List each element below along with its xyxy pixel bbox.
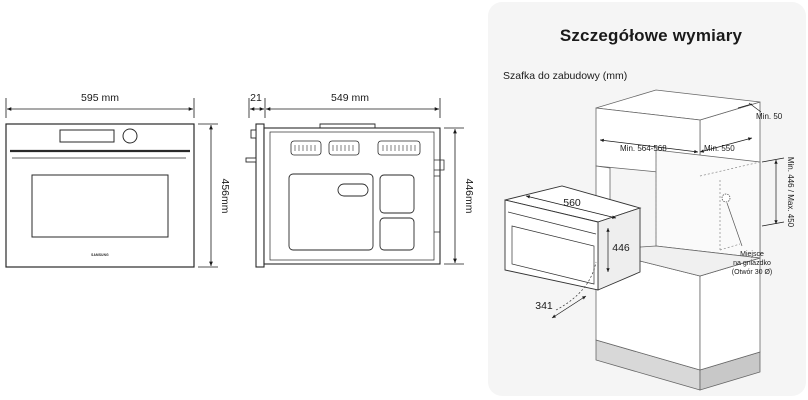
socket-label-line2: na gniazdko [733, 260, 771, 267]
side-rear-connector [434, 159, 445, 233]
appliance-width-label: 560 [563, 197, 581, 209]
front-view: 595 mm SAMSUNG 456mm [5, 92, 231, 268]
side-vent-1 [290, 140, 322, 156]
socket-leader [726, 202, 743, 247]
side-body-depth-label: 549 mm [331, 92, 369, 104]
cabinet-guide-lines [655, 150, 761, 251]
appliance-depth-dimension-line [551, 295, 587, 319]
side-door-panel [255, 123, 265, 268]
control-display [59, 129, 115, 143]
min564-dimension-line [599, 138, 699, 154]
brand-logo: SAMSUNG [91, 253, 109, 257]
height446-450-extension-top [761, 157, 785, 163]
socket-hole [721, 193, 731, 203]
front-width-label: 595 mm [81, 92, 119, 104]
height446-450-label: Min. 446 / Max. 450 [786, 157, 795, 228]
min50-leader [737, 103, 753, 109]
height446-450-extension-bottom [761, 221, 785, 227]
detailed-dimensions-panel: Szczegółowe wymiary Szafka do zabudowy (… [488, 2, 806, 396]
side-body-inner [269, 131, 435, 261]
side-door-knob [250, 129, 257, 139]
side-height-label: 446mm [463, 178, 475, 213]
panel-title: Szczegółowe wymiary [560, 26, 743, 45]
side-view: 21 549 mm 446mm [245, 92, 475, 268]
appliance-control-strip [507, 211, 597, 235]
side-vent-2 [328, 140, 360, 156]
appliance-height-label: 446 [612, 242, 630, 254]
socket-label-line1: Miejsce [740, 251, 764, 258]
control-knob [122, 128, 138, 144]
cabinet-niche-back [655, 149, 761, 259]
appliance-glass [511, 225, 595, 285]
side-lower-right-panel [379, 217, 415, 251]
side-top-bracket [319, 123, 376, 128]
side-upper-right-panel [379, 174, 415, 214]
front-height-label: 456mm [219, 178, 231, 213]
side-vent-slots [294, 145, 416, 151]
door-window [31, 174, 169, 238]
socket-label-line3: (Otwór 30 Ø) [732, 269, 772, 276]
side-handle-slot [337, 183, 369, 197]
min550-dimension-line [699, 137, 753, 153]
side-door-latch [245, 157, 257, 163]
min550-label: Min. 550 [704, 144, 735, 153]
appliance-depth-label: 341 [535, 300, 553, 312]
panel-subtitle: Szafka do zabudowy (mm) [503, 70, 627, 82]
min564-label: Min. 564-568 [620, 144, 667, 153]
appliance-width-dimension-line [525, 195, 617, 219]
min50-label: Min. 50 [756, 112, 783, 121]
side-door-depth-label: 21 [250, 92, 262, 104]
